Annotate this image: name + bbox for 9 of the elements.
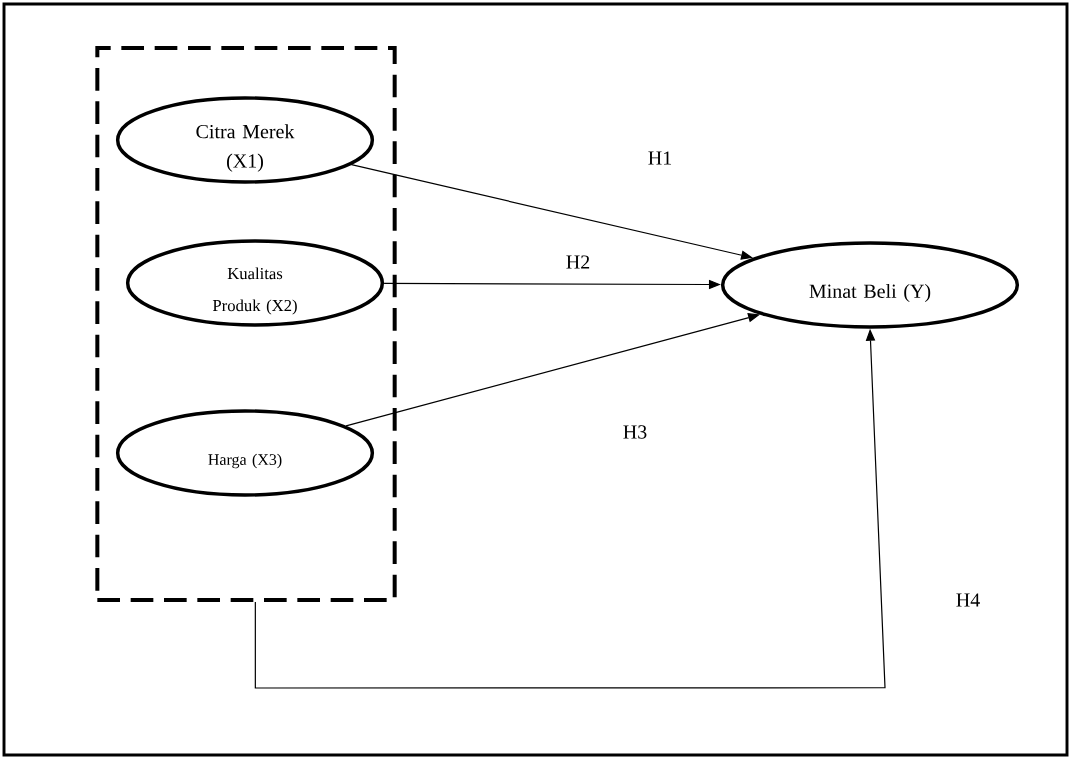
dashed-group-box — [95, 46, 397, 602]
edge-label: H2 — [566, 255, 590, 269]
edge-label: H4 — [956, 593, 980, 607]
ellipse-node: Citra Merek (X1) — [115, 96, 375, 184]
edge-label: H1 — [648, 151, 672, 165]
edge-label: H3 — [623, 425, 647, 439]
ellipse-node: Minat Beli (Y) — [720, 241, 1020, 329]
ellipse-node: Harga (X3) — [115, 409, 375, 497]
ellipse-node: Kualitas Produk (X2) — [125, 239, 385, 327]
